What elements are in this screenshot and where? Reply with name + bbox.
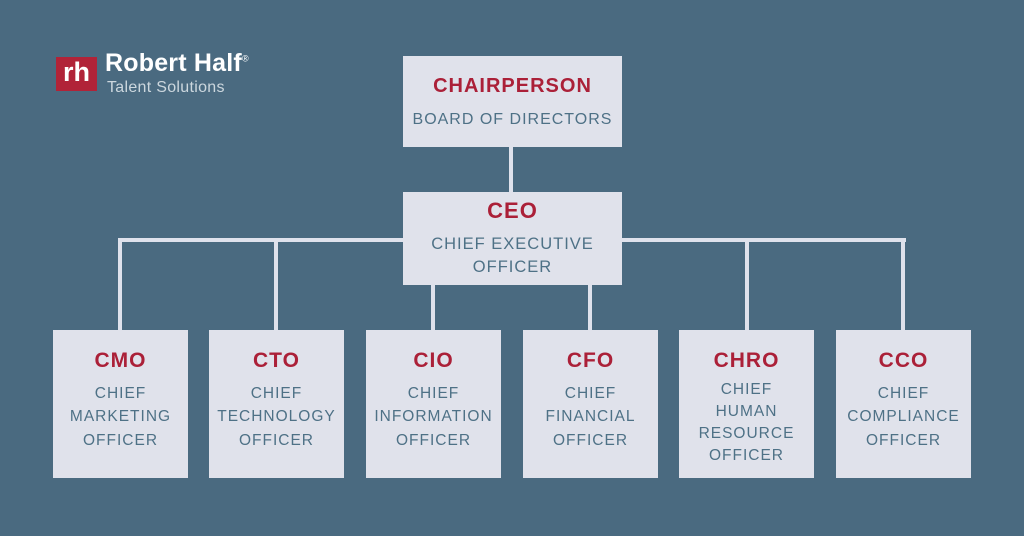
cio-role: CHIEF INFORMATION OFFICER	[374, 385, 493, 449]
cmo-acronym: CMO	[94, 349, 147, 372]
org-node-cio: CIO CHIEF INFORMATION OFFICER	[366, 330, 501, 478]
connector-chairperson-ceo	[509, 147, 513, 192]
chairperson-subtitle: BOARD OF DIRECTORS	[412, 110, 613, 128]
cto-acronym: CTO	[253, 349, 300, 372]
connector-drop-cto	[274, 238, 278, 332]
rh-logo-badge-text: rh	[63, 56, 90, 87]
registered-trademark-symbol: ®	[241, 53, 249, 64]
cio-acronym: CIO	[413, 349, 454, 372]
org-node-chairperson: CHAIRPERSON BOARD OF DIRECTORS	[403, 56, 622, 147]
cmo-role: CHIEF MARKETING OFFICER	[69, 385, 172, 449]
chro-acronym: CHRO	[713, 349, 780, 372]
rh-logo-badge: rh	[56, 57, 97, 91]
logo-company-name: Robert Half®	[105, 49, 249, 78]
cco-role: CHIEF COMPLIANCE OFFICER	[847, 385, 960, 449]
connector-drop-cmo	[118, 238, 122, 332]
logo-text: Robert Half® Talent Solutions	[105, 49, 249, 97]
cco-acronym: CCO	[878, 349, 929, 372]
org-node-ceo: CEO CHIEF EXECUTIVE OFFICER	[403, 192, 622, 285]
org-node-cfo: CFO CHIEF FINANCIAL OFFICER	[523, 330, 658, 478]
connector-drop-cco	[901, 238, 905, 332]
cfo-role: CHIEF FINANCIAL OFFICER	[545, 385, 636, 449]
ceo-title: CEO	[487, 197, 538, 223]
org-node-cto: CTO CHIEF TECHNOLOGY OFFICER	[209, 330, 344, 478]
org-node-cco: CCO CHIEF COMPLIANCE OFFICER	[836, 330, 971, 478]
cfo-acronym: CFO	[566, 349, 615, 372]
connector-drop-cfo	[588, 238, 592, 332]
robert-half-logo: rh Robert Half® Talent Solutions	[56, 49, 249, 97]
org-node-cmo: CMO CHIEF MARKETING OFFICER	[53, 330, 188, 478]
connector-drop-chro	[745, 238, 749, 332]
ceo-subtitle: CHIEF EXECUTIVE OFFICER	[431, 234, 594, 276]
org-node-chro: CHRO CHIEF HUMAN RESOURCE OFFICER	[679, 330, 814, 478]
chro-role: CHIEF HUMAN RESOURCE OFFICER	[698, 381, 795, 464]
chairperson-title: CHAIRPERSON	[433, 74, 592, 97]
logo-company-name-text: Robert Half	[105, 49, 242, 77]
logo-subtitle: Talent Solutions	[107, 78, 225, 96]
connector-drop-cio	[431, 238, 435, 332]
cto-role: CHIEF TECHNOLOGY OFFICER	[217, 385, 336, 449]
